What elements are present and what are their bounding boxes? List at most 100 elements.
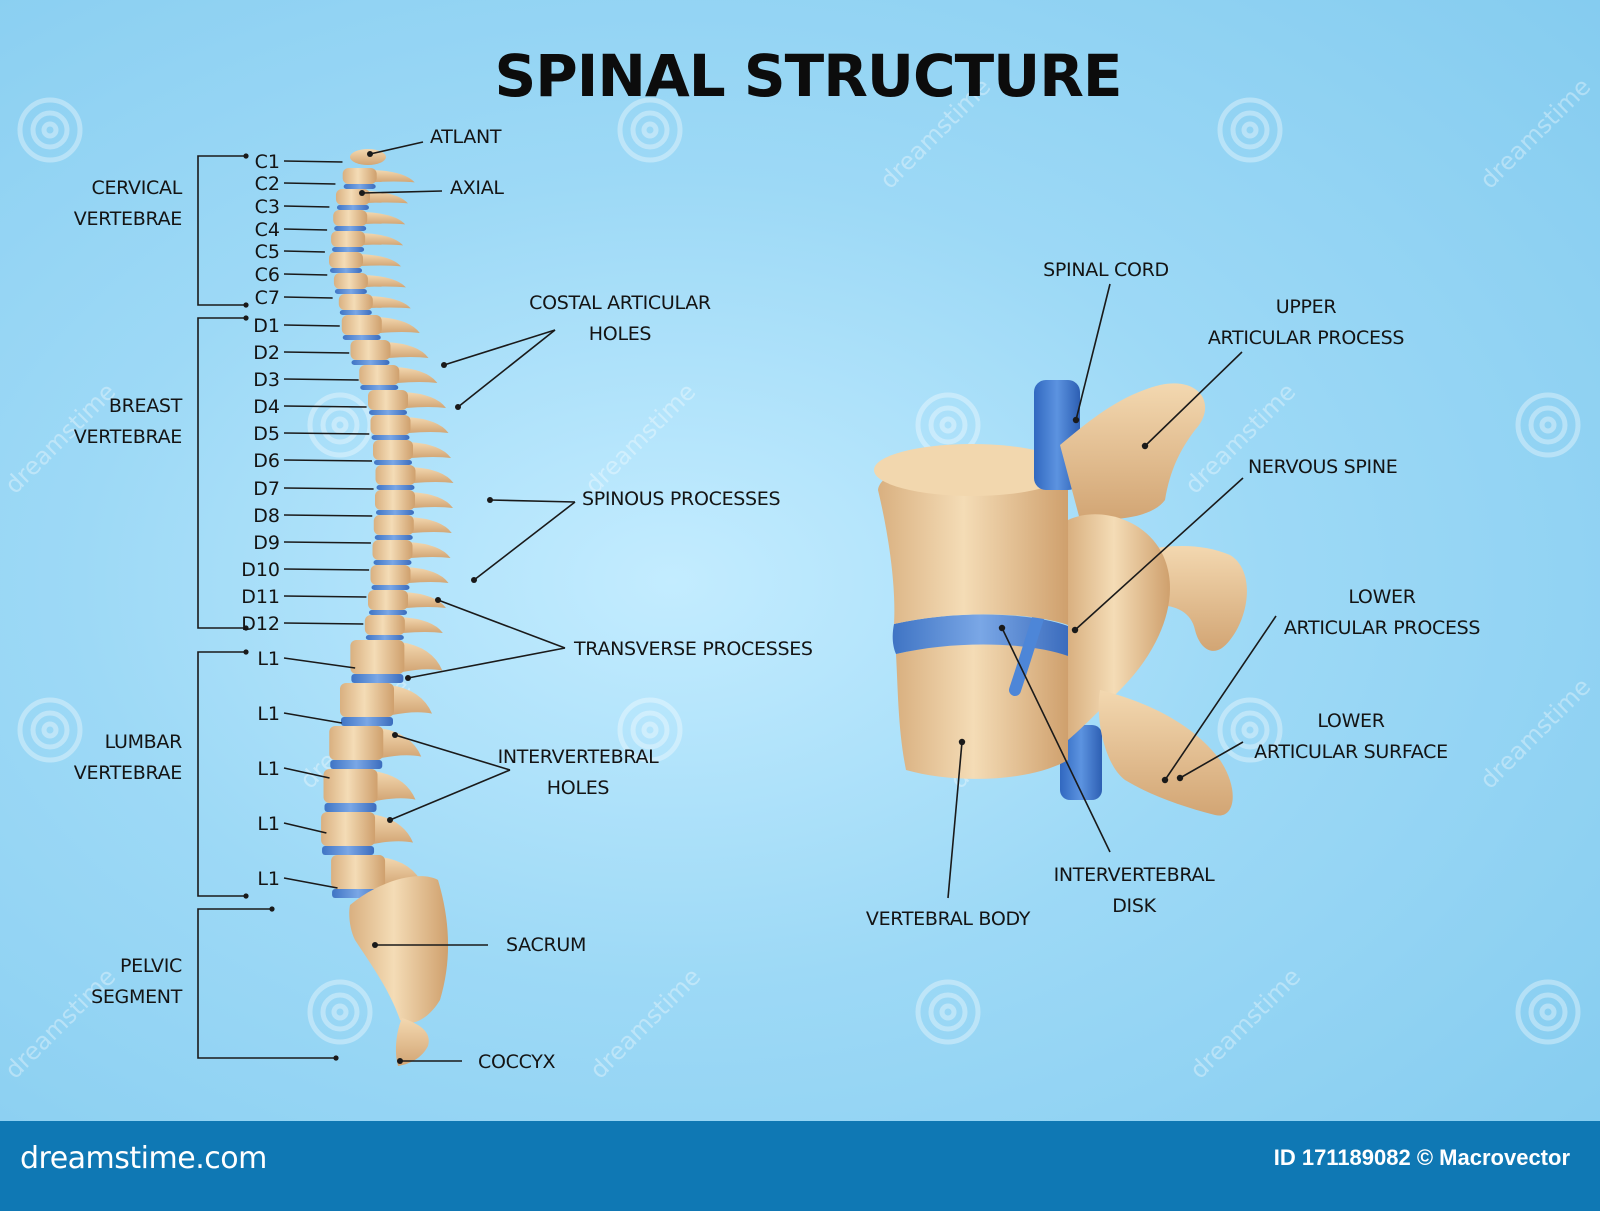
vertebra-body <box>338 294 373 310</box>
intervertebral-disc <box>330 268 362 273</box>
vertebra-leader-line <box>283 657 356 669</box>
sacrum-bone <box>349 876 449 1024</box>
vertebra-body <box>329 252 363 268</box>
vertebra-body <box>375 490 415 510</box>
vertebra-label: D8 <box>253 505 280 527</box>
vertebra-leader-line <box>283 378 359 381</box>
intervertebral-disc <box>360 385 399 390</box>
vertebra-label: C6 <box>255 264 280 286</box>
vertebra-body <box>340 683 394 717</box>
vertebra-process <box>411 492 453 508</box>
vertebra-leader-line <box>283 822 327 834</box>
vertebra-leader-line <box>283 182 336 185</box>
axial-label: AXIAL <box>450 177 504 199</box>
vertebra-label-list: C1C2C3C4C5C6C7D1D2D3D4D5D6D7D8D9D10D11D1… <box>241 151 374 890</box>
watermark-swirl-icon <box>1515 979 1581 1045</box>
vertebra-process <box>400 617 443 633</box>
vertebra-body <box>359 365 400 385</box>
vertebra-leader-line <box>283 877 338 889</box>
coccyx-label: COCCYX <box>478 1051 556 1073</box>
vertebra-leader-line <box>283 767 330 779</box>
intervertebral-disc <box>369 410 407 415</box>
pelvic-label-line2: SEGMENT <box>91 986 183 1008</box>
intervertebral-disc <box>343 184 376 189</box>
vertebra-label: D6 <box>253 450 280 472</box>
transverse-processes-label: TRANSVERSE PROCESSES <box>573 638 813 660</box>
vertebra-leader-line <box>283 487 374 490</box>
vertebra-leader-line <box>283 432 370 435</box>
watermark-swirl-icon <box>617 697 683 763</box>
intervertebral-disc <box>322 846 375 855</box>
pelvic-bracket <box>197 908 336 1059</box>
footer-brand[interactable]: dreamstime.com <box>20 1141 267 1176</box>
watermark-layer: dreamstime dreamstime dreamstime dreamst… <box>0 73 1596 1085</box>
vertebra-body <box>350 340 391 360</box>
vertebra-process <box>363 212 406 225</box>
vertebra-process <box>377 317 420 333</box>
intervertebral-disc <box>324 803 377 812</box>
vertebra-label: C3 <box>255 196 280 218</box>
vertebral-body-top <box>874 444 1070 496</box>
watermark-swirl-icon <box>1217 97 1283 163</box>
lower-articular-surface-label-line1: LOWER <box>1317 710 1384 732</box>
vertebra-process <box>372 170 415 183</box>
watermark-text: dreamstime <box>1474 673 1596 795</box>
intervertebral-disc <box>374 460 412 465</box>
vertebra-leader-line <box>283 595 367 598</box>
intervertebral-disc <box>376 510 414 515</box>
upper-vertebral-body <box>878 449 1068 625</box>
vertebra-body <box>370 415 411 435</box>
vertebra-body <box>372 540 413 560</box>
lumbar-bracket <box>197 651 246 897</box>
vertebra-body <box>329 726 384 760</box>
upper-articular-label-line2: ARTICULAR PROCESS <box>1208 327 1404 349</box>
vertebra-body <box>342 168 377 184</box>
vertebra-process <box>363 275 406 288</box>
vertebra-body <box>335 189 370 205</box>
intervertebral-disc <box>369 610 407 615</box>
vertebra-detail-illustration: SPINAL CORD UPPER ARTICULAR PROCESS NERV… <box>866 259 1481 930</box>
watermark-swirl-icon <box>307 979 373 1045</box>
watermark-text: dreamstime <box>579 378 701 500</box>
vertebra-label: L1 <box>257 813 280 835</box>
vertebra-leader-line <box>283 712 342 724</box>
vertebra-leader-line <box>283 405 367 408</box>
watermark-swirl-icon <box>915 979 981 1045</box>
watermark-swirl-icon <box>1217 697 1283 763</box>
vertebra-leader-line <box>283 514 373 517</box>
vertebra-label: C7 <box>255 287 280 309</box>
vertebra-body <box>350 640 405 674</box>
intervertebral-disc <box>351 360 390 365</box>
watermark-swirl-icon <box>307 392 373 458</box>
vertebra-body <box>333 273 368 289</box>
watermark-swirl-icon <box>1515 392 1581 458</box>
vertebra-body <box>341 315 382 335</box>
intervertebral-disk-label-line2: DISK <box>1112 895 1156 917</box>
vertebra-label: D1 <box>253 315 280 337</box>
vertebra-leader-line <box>283 250 325 253</box>
vertebra-process <box>359 254 401 267</box>
spinal-structure-diagram: dreamstime dreamstime dreamstime dreamst… <box>0 42 1596 1085</box>
vertebra-process <box>361 233 404 246</box>
vertebra-process <box>395 367 438 383</box>
intervertebral-disc <box>332 247 365 252</box>
vertebra-body <box>321 812 376 846</box>
spinal-cord-lower <box>1060 725 1102 800</box>
atlant-label: ATLANT <box>430 126 502 148</box>
nervous-spine-label: NERVOUS SPINE <box>1248 456 1397 478</box>
cervical-bracket <box>197 155 246 306</box>
vertebra-leader-line <box>283 273 328 276</box>
vertebra-process <box>406 417 449 433</box>
vertebra-process <box>408 542 451 558</box>
watermark-text: dreamstime <box>1184 963 1306 1085</box>
lower-articular-surface-shape <box>1098 690 1233 816</box>
coccyx-bone <box>395 1018 429 1066</box>
vertebra-body <box>370 565 411 585</box>
vertebra-process <box>404 592 446 608</box>
intervertebral-disc <box>334 226 367 231</box>
vertebra-leader-line <box>283 296 333 299</box>
intervertebral-disc <box>374 535 413 540</box>
vertebra-leader-line <box>283 568 370 571</box>
upper-articular-process-shape <box>1060 383 1206 520</box>
vertebra-label: D12 <box>241 613 280 635</box>
